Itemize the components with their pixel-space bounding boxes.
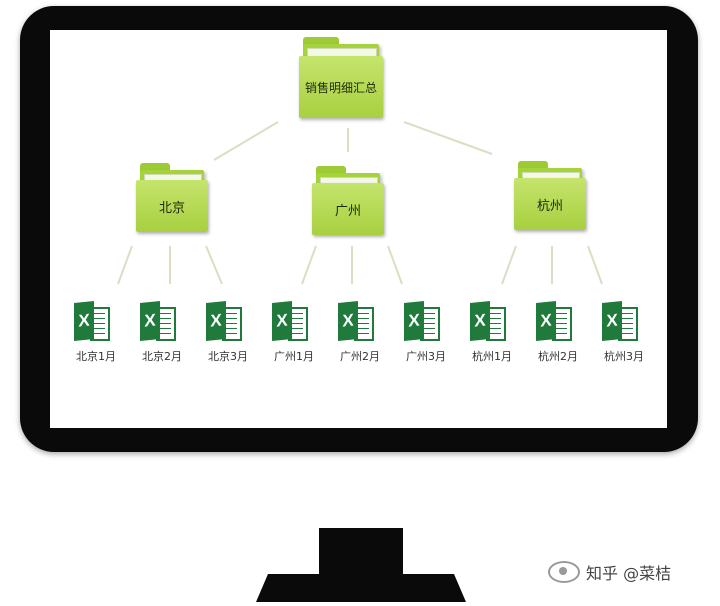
excel-icon: X [536,300,556,342]
excel-icon: X [272,300,292,342]
excel-file-guangzhou-3[interactable]: X 广州3月 [398,300,458,364]
excel-sheet-icon [618,307,638,341]
monitor-stand-neck [319,528,403,576]
excel-file-guangzhou-2[interactable]: X 广州2月 [332,300,392,364]
excel-icon: X [206,300,226,342]
folder-tab [303,37,339,48]
excel-sheet-icon [354,307,374,341]
connector-root-hangzhou [403,121,493,155]
folder-beijing[interactable]: 北京 [136,163,208,235]
excel-file-label: 广州1月 [274,350,314,363]
excel-file-label: 北京2月 [142,350,182,363]
excel-icon: X [404,300,424,342]
connector-hangzhou-1 [501,245,517,285]
excel-file-hangzhou-2[interactable]: X 杭州2月 [530,300,590,364]
excel-file-label: 杭州3月 [604,350,644,363]
folder-root-label: 销售明细汇总 [299,56,383,118]
excel-file-beijing-3[interactable]: X 北京3月 [200,300,260,364]
connector-hangzhou-3 [587,245,603,285]
excel-file-label: 北京1月 [76,350,116,363]
folder-tab [316,166,346,176]
excel-file-hangzhou-3[interactable]: X 杭州3月 [596,300,656,364]
watermark: 知乎 @菜桔 [548,560,671,584]
connector-beijing-3 [205,245,223,285]
folder-hangzhou-label: 杭州 [514,178,586,230]
excel-file-label: 北京3月 [208,350,248,363]
folder-tab [518,161,548,171]
folder-root[interactable]: 销售明细汇总 [299,37,383,121]
connector-root-beijing [213,121,279,161]
excel-file-label: 广州2月 [340,350,380,363]
excel-icon: X [338,300,358,342]
excel-sheet-icon [420,307,440,341]
excel-file-label: 杭州2月 [538,350,578,363]
eye-icon [548,561,580,583]
excel-icon: X [74,300,94,342]
folder-guangzhou-label: 广州 [312,183,384,235]
folder-beijing-label: 北京 [136,180,208,232]
excel-icon: X [140,300,160,342]
excel-sheet-icon [486,307,506,341]
excel-icon: X [602,300,622,342]
excel-sheet-icon [90,307,110,341]
excel-file-beijing-1[interactable]: X 北京1月 [68,300,128,364]
connector-guangzhou-1 [301,245,317,285]
excel-file-label: 杭州1月 [472,350,512,363]
excel-sheet-icon [552,307,572,341]
watermark-text: 知乎 @菜桔 [586,564,672,583]
excel-sheet-icon [222,307,242,341]
excel-file-label: 广州3月 [406,350,446,363]
excel-sheet-icon [288,307,308,341]
connector-guangzhou-3 [387,245,403,285]
folder-tab [140,163,170,173]
folder-hangzhou[interactable]: 杭州 [514,161,586,233]
excel-file-guangzhou-1[interactable]: X 广州1月 [266,300,326,364]
excel-file-hangzhou-1[interactable]: X 杭州1月 [464,300,524,364]
folder-guangzhou[interactable]: 广州 [312,166,384,238]
connector-beijing-1 [117,245,133,285]
excel-icon: X [470,300,490,342]
excel-sheet-icon [156,307,176,341]
excel-file-beijing-2[interactable]: X 北京2月 [134,300,194,364]
